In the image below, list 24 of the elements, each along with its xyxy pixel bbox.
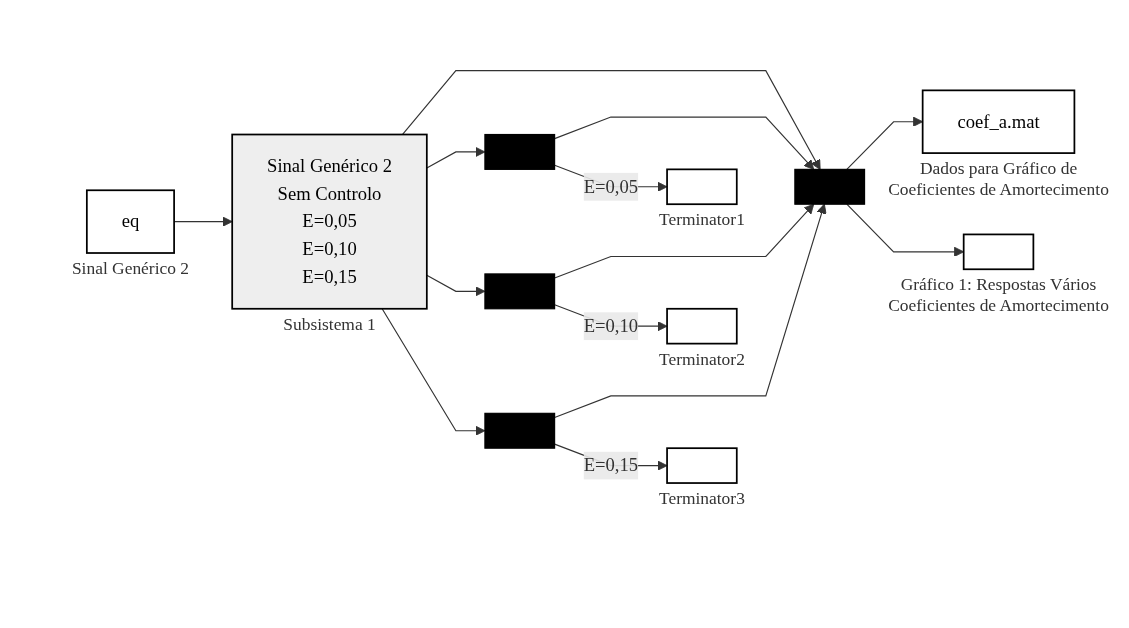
arrow (401, 70, 821, 170)
node-bar (484, 133, 556, 170)
block-caption: Dados para Gráfico de Coeficientes de Amortecimento (888, 158, 1109, 199)
node-box (666, 307, 738, 345)
edge-label: E=0,15 (583, 455, 639, 475)
arrow (554, 203, 815, 279)
node-box (666, 168, 738, 206)
edge-label: E=0,05 (583, 176, 639, 197)
arrow (554, 116, 815, 170)
node-bar (484, 273, 556, 310)
block-caption: Subsistema 1 (283, 314, 376, 334)
block-caption: Gráfico 1: Respostas Vários Coeficientes de Amortecimento (888, 275, 1109, 315)
node-box (962, 233, 1035, 271)
node-box (666, 447, 738, 484)
block-caption: Terminator3 (658, 488, 745, 508)
node-box: eq (85, 189, 175, 254)
node-box: Sinal Genérico 2 Sem Controlo E=0,05 E=0,10 E=0,15 (231, 133, 428, 310)
edge-label: E=0,10 (583, 315, 639, 336)
block-caption: Terminator1 (658, 210, 745, 229)
block-caption: Terminator2 (658, 349, 745, 368)
node-bar (484, 412, 556, 449)
node-box: coef_a.mat (921, 89, 1076, 154)
block-caption: Sinal Genérico 2 (71, 258, 189, 278)
node-bar (794, 168, 866, 205)
